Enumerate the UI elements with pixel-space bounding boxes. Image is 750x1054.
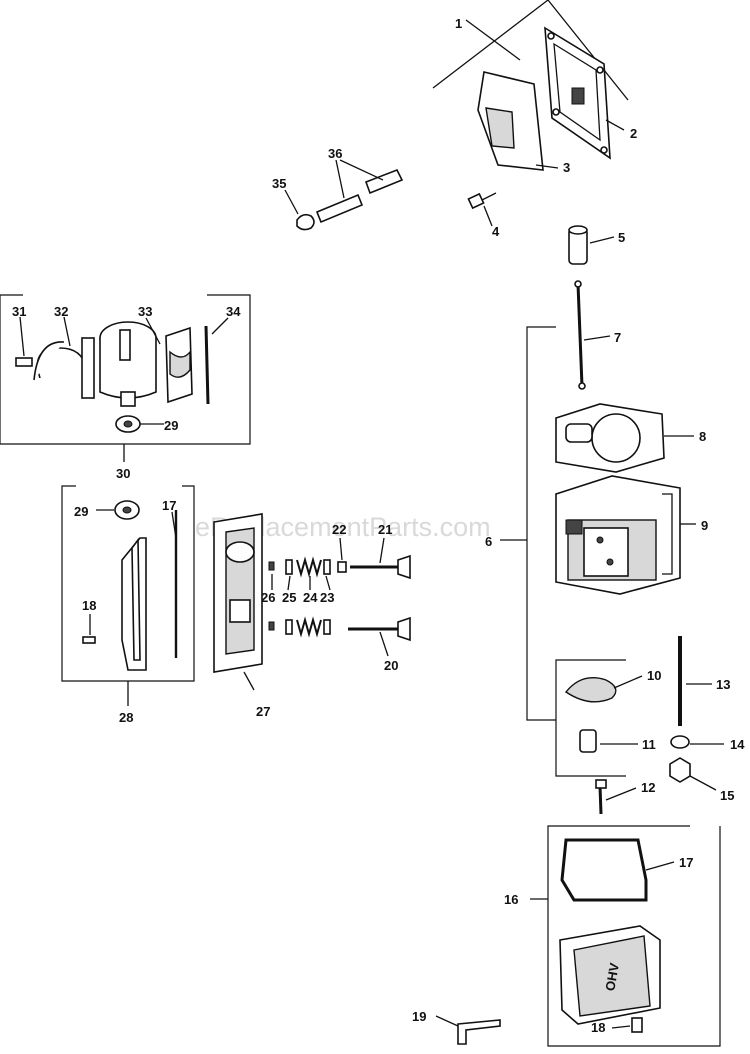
group-16-box: OHV [530, 825, 721, 1047]
label-5: 5 [618, 230, 625, 245]
group-6-bracket [500, 225, 724, 815]
bracket-part19 [435, 1015, 501, 1045]
label-6: 6 [485, 534, 492, 549]
label-16: 16 [504, 892, 518, 907]
label-24: 24 [303, 590, 318, 605]
label-1: 1 [455, 16, 462, 31]
label-3: 3 [563, 160, 570, 175]
label-11: 11 [642, 737, 656, 752]
rocker-arm-part10 [564, 677, 617, 703]
label-20: 20 [384, 658, 398, 673]
label-18-cover: 18 [591, 1020, 605, 1035]
label-27: 27 [256, 704, 270, 719]
valve-cover-lettering: OHV [602, 961, 622, 992]
label-28: 28 [119, 710, 133, 725]
label-7: 7 [614, 330, 621, 345]
pushrod-set [284, 159, 404, 231]
label-29-upper: 29 [164, 418, 178, 433]
label-35: 35 [272, 176, 286, 191]
label-13: 13 [716, 677, 730, 692]
label-18-left: 18 [82, 598, 96, 613]
group-28-box [61, 485, 195, 706]
label-23: 23 [320, 590, 334, 605]
label-2: 2 [630, 126, 637, 141]
rocker-nut-part35 [296, 213, 315, 231]
callout-labels: 1 2 3 4 5 6 7 8 9 10 11 12 13 14 15 16 1… [12, 16, 745, 1035]
label-8: 8 [699, 429, 706, 444]
label-30: 30 [116, 466, 130, 481]
label-12: 12 [641, 780, 655, 795]
label-29-lower: 29 [74, 504, 88, 519]
label-25: 25 [282, 590, 296, 605]
label-15: 15 [720, 788, 734, 803]
label-9: 9 [701, 518, 708, 533]
group-30-box [0, 294, 251, 462]
label-32: 32 [54, 304, 68, 319]
label-21: 21 [378, 522, 392, 537]
label-33: 33 [138, 304, 152, 319]
label-10: 10 [647, 668, 661, 683]
label-31: 31 [12, 304, 26, 319]
label-22: 22 [332, 522, 346, 537]
cylinder-head-part27 [213, 513, 411, 691]
label-34: 34 [226, 304, 241, 319]
label-36: 36 [328, 146, 342, 161]
label-19: 19 [412, 1009, 426, 1024]
label-17-left: 17 [162, 498, 176, 513]
pivot-part11 [579, 729, 597, 753]
cover-gasket-part17 [560, 838, 648, 902]
label-17-cover: 17 [679, 855, 693, 870]
label-26: 26 [261, 590, 275, 605]
breather-cover-assembly [432, 0, 629, 227]
label-4: 4 [492, 224, 500, 239]
label-14: 14 [730, 737, 745, 752]
